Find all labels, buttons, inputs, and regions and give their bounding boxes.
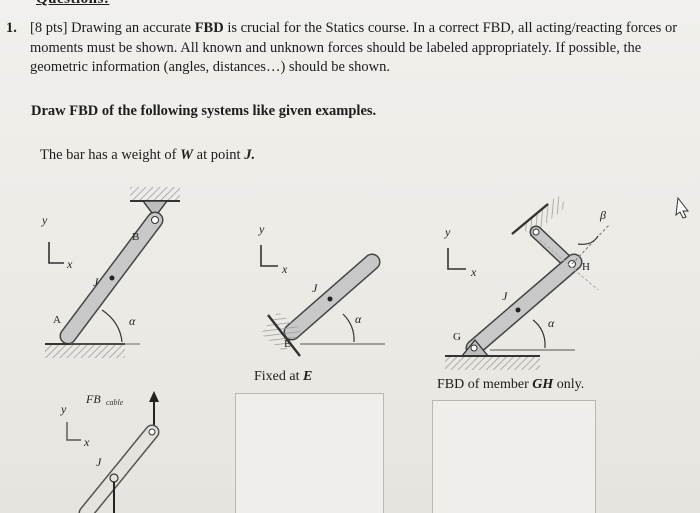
cursor-icon: [675, 196, 690, 219]
problem-statement: 1. [8 pts] Drawing an accurate FBD is cr…: [6, 19, 696, 78]
axis-x-label: x: [470, 265, 477, 279]
section-title: Questions:: [36, 0, 109, 8]
problem-text-bold: FBD: [194, 20, 224, 36]
axes-icon: y x: [258, 222, 288, 276]
floor: [445, 356, 540, 370]
axis-y-label: y: [41, 213, 48, 227]
axes-icon: y x: [41, 213, 73, 271]
axis-x-label: x: [83, 435, 90, 449]
label-h: H: [582, 261, 590, 273]
label-alpha: α: [355, 312, 362, 326]
figure-2: y x J E α: [258, 222, 385, 357]
ceiling-support: [130, 187, 180, 201]
axes-icon: y x: [60, 402, 90, 449]
answer-box-figure-2[interactable]: [235, 393, 384, 513]
figure-1: y x B J A α: [41, 187, 180, 358]
label-b: B: [132, 231, 139, 243]
weight-point: [109, 275, 115, 281]
problem-text-post: is crucial for the Statics course. In a …: [30, 20, 678, 75]
label-alpha: α: [548, 316, 555, 330]
example-fbd: y x FB cable J: [60, 391, 160, 513]
label-beta: β: [599, 208, 606, 222]
label-j: J: [502, 289, 508, 303]
wall-support: [521, 195, 567, 237]
label-a: A: [53, 314, 61, 326]
label-g: G: [453, 331, 461, 343]
floor: [45, 344, 125, 358]
axes-icon: y x: [444, 225, 477, 279]
label-e: E: [284, 338, 291, 350]
label-j: J: [312, 281, 318, 295]
axis-y-label: y: [258, 222, 265, 236]
force-label: FB: [85, 392, 101, 406]
label-j: J: [96, 455, 102, 469]
axis-y-label: y: [60, 402, 67, 416]
label-j: J: [93, 275, 99, 289]
problem-text-pre: Drawing an accurate: [71, 20, 192, 36]
instruction: Draw FBD of the following systems like g…: [31, 103, 377, 119]
point-symbol: J.: [244, 147, 256, 163]
answer-box-figure-3[interactable]: [432, 400, 596, 513]
weight-point: [327, 296, 333, 302]
figure-3: y x J G H α β: [444, 195, 611, 370]
weight-symbol: W: [180, 147, 194, 163]
problem-number: 1.: [6, 20, 17, 36]
weight-point: [515, 307, 521, 313]
axis-x-label: x: [281, 262, 288, 276]
label-alpha: α: [129, 314, 136, 328]
problem-points: [8 pts]: [30, 20, 68, 36]
pin-support-b: [141, 200, 169, 219]
cable-label: cable: [106, 398, 124, 407]
bar-weight-note: The bar has a weight of W at point J.: [40, 147, 256, 163]
axis-x-label: x: [66, 257, 73, 271]
figure-2-caption: Fixed at E: [254, 369, 313, 384]
figure-3-caption: FBD of member GH only.: [437, 377, 585, 392]
axis-y-label: y: [444, 225, 451, 239]
